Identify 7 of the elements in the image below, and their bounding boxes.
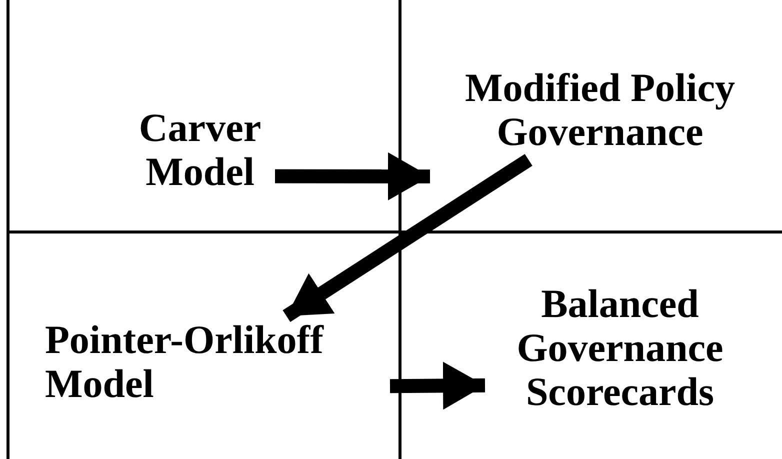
model-label: Carver Model — [125, 106, 275, 196]
arrow — [390, 362, 486, 410]
model-label: Pointer-Orlikoff Model — [45, 318, 390, 410]
model-label: Balanced Governance Scorecards — [485, 282, 755, 418]
model-label: Modified Policy Governance — [430, 66, 770, 158]
arrow — [282, 154, 532, 322]
arrow — [275, 152, 430, 200]
